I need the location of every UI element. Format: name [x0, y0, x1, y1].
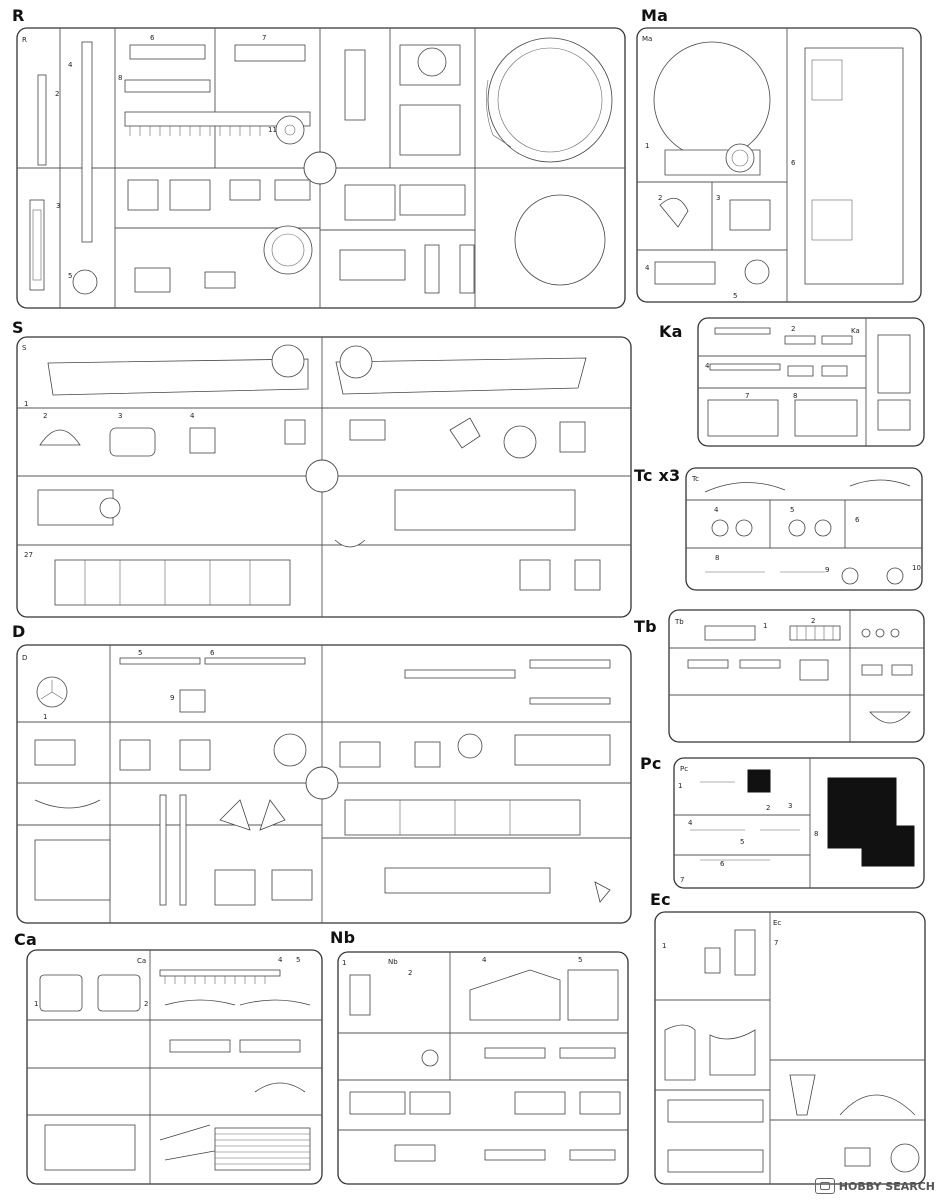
- svg-text:6: 6: [210, 649, 215, 657]
- svg-text:3: 3: [118, 412, 122, 420]
- svg-text:5: 5: [68, 272, 72, 280]
- svg-text:8: 8: [715, 554, 719, 562]
- svg-text:4: 4: [688, 819, 693, 827]
- sprue-ec-tag: Ec: [773, 919, 781, 927]
- sprue-d-tag: D: [22, 654, 27, 662]
- svg-text:1: 1: [645, 142, 649, 150]
- sprue-label-pc: Pc: [640, 754, 662, 773]
- sprue-r-tag: R: [22, 36, 27, 44]
- svg-text:5: 5: [790, 506, 794, 514]
- svg-text:2: 2: [811, 617, 815, 625]
- svg-text:27: 27: [24, 551, 33, 559]
- sprue-tb-tag: Tb: [674, 618, 684, 626]
- svg-text:8: 8: [118, 74, 122, 82]
- svg-text:7: 7: [745, 392, 749, 400]
- svg-text:11: 11: [268, 126, 277, 134]
- sprue-label-tc: Tc x3: [634, 466, 681, 485]
- svg-text:5: 5: [733, 292, 737, 300]
- svg-text:6: 6: [855, 516, 860, 524]
- sprue-ma: Ma 1 2 3 4 5 6: [636, 27, 922, 303]
- sprue-label-d: D: [12, 622, 26, 641]
- sprue-pc-tag: Pc: [680, 765, 688, 773]
- sprue-ca-tag: Ca: [137, 957, 146, 965]
- svg-text:8: 8: [814, 830, 818, 838]
- svg-text:7: 7: [680, 876, 684, 884]
- hobby-search-watermark: HOBBY SEARCH: [814, 1178, 935, 1194]
- watermark-text: HOBBY SEARCH: [838, 1179, 935, 1193]
- svg-text:4: 4: [278, 956, 283, 964]
- svg-text:9: 9: [170, 694, 174, 702]
- sprue-nb-tag: Nb: [388, 958, 398, 966]
- svg-text:1: 1: [662, 942, 666, 950]
- svg-text:4: 4: [645, 264, 650, 272]
- svg-text:4: 4: [482, 956, 487, 964]
- sprue-r: R: [16, 27, 626, 309]
- svg-text:1: 1: [342, 959, 346, 967]
- sprue-label-ka: Ka: [659, 322, 683, 341]
- sprue-label-ec: Ec: [650, 890, 671, 909]
- svg-text:1: 1: [24, 400, 28, 408]
- svg-text:6: 6: [150, 34, 155, 42]
- sprue-pc: Pc 1 2 3 4 5 6 7 8: [673, 757, 925, 889]
- sprue-label-s: S: [12, 318, 24, 337]
- sprue-ka: Ka 2 4 7 8: [697, 317, 925, 447]
- svg-text:2: 2: [408, 969, 412, 977]
- sprue-nb: Nb 1 2 4 5: [337, 951, 629, 1185]
- sprue-label-nb: Nb: [330, 928, 356, 947]
- svg-text:2: 2: [43, 412, 47, 420]
- sprue-ec: Ec 7 1: [654, 911, 926, 1185]
- svg-text:3: 3: [56, 202, 60, 210]
- sprue-ca: Ca 1 2 4 5: [26, 949, 323, 1185]
- svg-text:7: 7: [774, 939, 778, 947]
- svg-text:1: 1: [678, 782, 682, 790]
- svg-text:3: 3: [788, 802, 792, 810]
- svg-text:4: 4: [190, 412, 195, 420]
- sprue-d: D 1 5 6 9: [16, 644, 632, 924]
- svg-text:6: 6: [791, 159, 796, 167]
- svg-text:5: 5: [296, 956, 300, 964]
- svg-text:4: 4: [714, 506, 719, 514]
- svg-text:1: 1: [34, 1000, 38, 1008]
- svg-text:8: 8: [793, 392, 797, 400]
- svg-text:2: 2: [55, 90, 59, 98]
- sprue-tc: Tc 4 5 6 8 9 10: [685, 467, 923, 591]
- sprue-ma-tag: Ma: [642, 35, 652, 43]
- sprue-tb: Tb 1 2: [668, 609, 925, 743]
- sprue-label-ma: Ma: [641, 6, 669, 25]
- sprue-label-ca: Ca: [14, 930, 37, 949]
- sprue-s: S 1 2 3 4 27: [16, 336, 632, 618]
- svg-text:2: 2: [144, 1000, 148, 1008]
- svg-text:5: 5: [138, 649, 142, 657]
- hobby-search-logo-icon: [814, 1178, 835, 1194]
- svg-text:9: 9: [825, 566, 829, 574]
- sprue-label-r: R: [12, 6, 25, 25]
- svg-text:2: 2: [791, 325, 795, 333]
- svg-text:4: 4: [68, 61, 73, 69]
- svg-text:4: 4: [705, 362, 710, 370]
- svg-text:1: 1: [763, 622, 767, 630]
- svg-text:1: 1: [43, 713, 47, 721]
- svg-text:2: 2: [658, 194, 662, 202]
- sprue-label-tb: Tb: [634, 617, 657, 636]
- svg-text:2: 2: [766, 804, 770, 812]
- svg-text:5: 5: [578, 956, 582, 964]
- svg-text:6: 6: [720, 860, 725, 868]
- svg-text:5: 5: [740, 838, 744, 846]
- svg-text:10: 10: [912, 564, 921, 572]
- sprue-tc-tag: Tc: [691, 475, 699, 483]
- svg-text:7: 7: [262, 34, 266, 42]
- sprue-s-tag: S: [22, 344, 27, 352]
- svg-text:3: 3: [716, 194, 720, 202]
- sprue-ka-tag: Ka: [851, 327, 860, 335]
